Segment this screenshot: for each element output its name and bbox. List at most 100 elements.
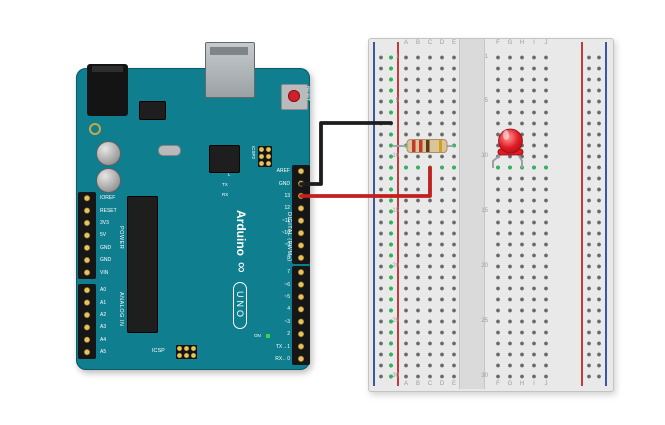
column-letters-right-top: F G H I J bbox=[492, 40, 552, 46]
infinity-logo-icon: ∞ bbox=[233, 262, 250, 273]
usb-port-slot bbox=[210, 47, 248, 55]
col-letter: F bbox=[496, 381, 500, 387]
mounting-hole bbox=[89, 123, 101, 135]
usb-interface-chip bbox=[209, 145, 240, 173]
pin-label-a4: A4 bbox=[100, 337, 107, 343]
icsp2-label: ICSP2 bbox=[251, 146, 256, 160]
row-number: 1 bbox=[484, 54, 488, 60]
row-number: 1 bbox=[395, 54, 399, 60]
pin-label-a2: A2 bbox=[100, 312, 107, 318]
pin-label-13: 13 bbox=[284, 193, 290, 199]
left-rail-negative-line bbox=[373, 42, 375, 386]
gnd-rail-connection-highlight bbox=[386, 52, 396, 382]
row-number: 15 bbox=[392, 208, 399, 214]
pin-label-gnd2: GND bbox=[100, 257, 112, 263]
model-badge: UNO bbox=[232, 282, 250, 329]
pin-label-2: 2 bbox=[287, 331, 290, 337]
row-number: 30 bbox=[481, 373, 488, 379]
breadboard-center-channel bbox=[459, 39, 485, 389]
power-led bbox=[266, 334, 270, 338]
row-number: 5 bbox=[395, 98, 399, 104]
col-letter: A bbox=[403, 40, 408, 46]
digital-group-label: DIGITAL (PWM~) bbox=[286, 212, 292, 262]
pin-label-7: 7 bbox=[287, 269, 290, 275]
pin-label-10: ~10 bbox=[281, 230, 290, 236]
icsp-header bbox=[176, 345, 197, 359]
column-letters-left-top: A B C D E bbox=[400, 40, 460, 46]
analog-group-label: ANALOG IN bbox=[118, 292, 124, 327]
tx-label: TX bbox=[222, 182, 228, 187]
row-number: 25 bbox=[392, 318, 399, 324]
right-power-rail-holes bbox=[584, 52, 604, 382]
terminal-grid-left bbox=[400, 52, 460, 382]
col-letter: I bbox=[533, 40, 535, 46]
digital-header-upper bbox=[292, 165, 310, 264]
analog-header bbox=[78, 284, 96, 359]
capacitor bbox=[96, 141, 121, 166]
column-letters-right-bottom: F G H I J bbox=[492, 381, 552, 387]
arduino-board-body bbox=[76, 68, 310, 370]
power-header bbox=[78, 192, 96, 279]
pin-label-11: ~11 bbox=[281, 218, 290, 224]
resistor-row-highlight bbox=[400, 140, 460, 151]
pin-label-8: 8 bbox=[287, 255, 290, 261]
col-letter: C bbox=[427, 381, 433, 387]
pin-label-aref: AREF bbox=[276, 168, 290, 174]
col-letter: B bbox=[415, 381, 420, 387]
row-number: 5 bbox=[484, 98, 488, 104]
col-letter: F bbox=[496, 40, 500, 46]
power-jack bbox=[87, 64, 128, 116]
col-letter: G bbox=[507, 40, 513, 46]
pin-label-a0: A0 bbox=[100, 287, 107, 293]
row-number: 15 bbox=[481, 208, 488, 214]
led-row-highlight-right bbox=[492, 162, 552, 173]
power-jack-opening bbox=[92, 66, 123, 72]
reset-label: RESET bbox=[306, 86, 311, 102]
icsp-label: ICSP bbox=[152, 348, 165, 354]
row-number: 30 bbox=[392, 373, 399, 379]
col-letter: H bbox=[519, 40, 525, 46]
pin-label-tx1: TX→1 bbox=[275, 344, 290, 350]
icsp2-header bbox=[258, 146, 272, 167]
col-letter: J bbox=[544, 40, 548, 46]
rx-label: RX bbox=[222, 192, 229, 197]
terminal-grid-right bbox=[492, 52, 552, 382]
pin-label-reset: RESET bbox=[100, 208, 117, 214]
col-letter: H bbox=[519, 381, 525, 387]
crystal-oscillator bbox=[158, 145, 181, 156]
col-letter: D bbox=[439, 40, 445, 46]
wire-row-highlight-left bbox=[400, 162, 460, 173]
col-letter: B bbox=[415, 40, 420, 46]
pin-label-a3: A3 bbox=[100, 324, 107, 330]
col-letter: J bbox=[544, 381, 548, 387]
pin-label-3: ~3 bbox=[284, 319, 290, 325]
pin-label-a5: A5 bbox=[100, 349, 107, 355]
col-letter: I bbox=[533, 381, 535, 387]
row-number: 25 bbox=[481, 318, 488, 324]
capacitor bbox=[96, 168, 121, 193]
row-number: 20 bbox=[481, 263, 488, 269]
pin-label-gnd: GND bbox=[278, 181, 290, 187]
small-ic-chip bbox=[139, 101, 166, 120]
col-letter: D bbox=[439, 381, 445, 387]
pin-label-5v: 5V bbox=[100, 232, 107, 238]
pin-label-rx0: RX←0 bbox=[275, 356, 290, 362]
pin-label-3v3: 3V3 bbox=[100, 220, 109, 226]
right-rail-positive-line bbox=[581, 42, 583, 386]
row-number: 10 bbox=[392, 153, 399, 159]
model-label: UNO bbox=[233, 282, 247, 329]
pin-label-a1: A1 bbox=[100, 300, 107, 306]
col-letter: E bbox=[451, 381, 456, 387]
right-rail-negative-line bbox=[605, 42, 607, 386]
reset-button bbox=[288, 90, 300, 102]
row-number: 20 bbox=[392, 263, 399, 269]
left-rail-positive-line bbox=[397, 42, 399, 386]
col-letter: G bbox=[507, 381, 513, 387]
row-number: 10 bbox=[481, 153, 488, 159]
pin-label-9: ~9 bbox=[284, 242, 290, 248]
brand-name: Arduino bbox=[234, 210, 248, 256]
col-letter: A bbox=[403, 381, 408, 387]
col-letter: E bbox=[451, 40, 456, 46]
pin-label-12: 12 bbox=[284, 205, 290, 211]
